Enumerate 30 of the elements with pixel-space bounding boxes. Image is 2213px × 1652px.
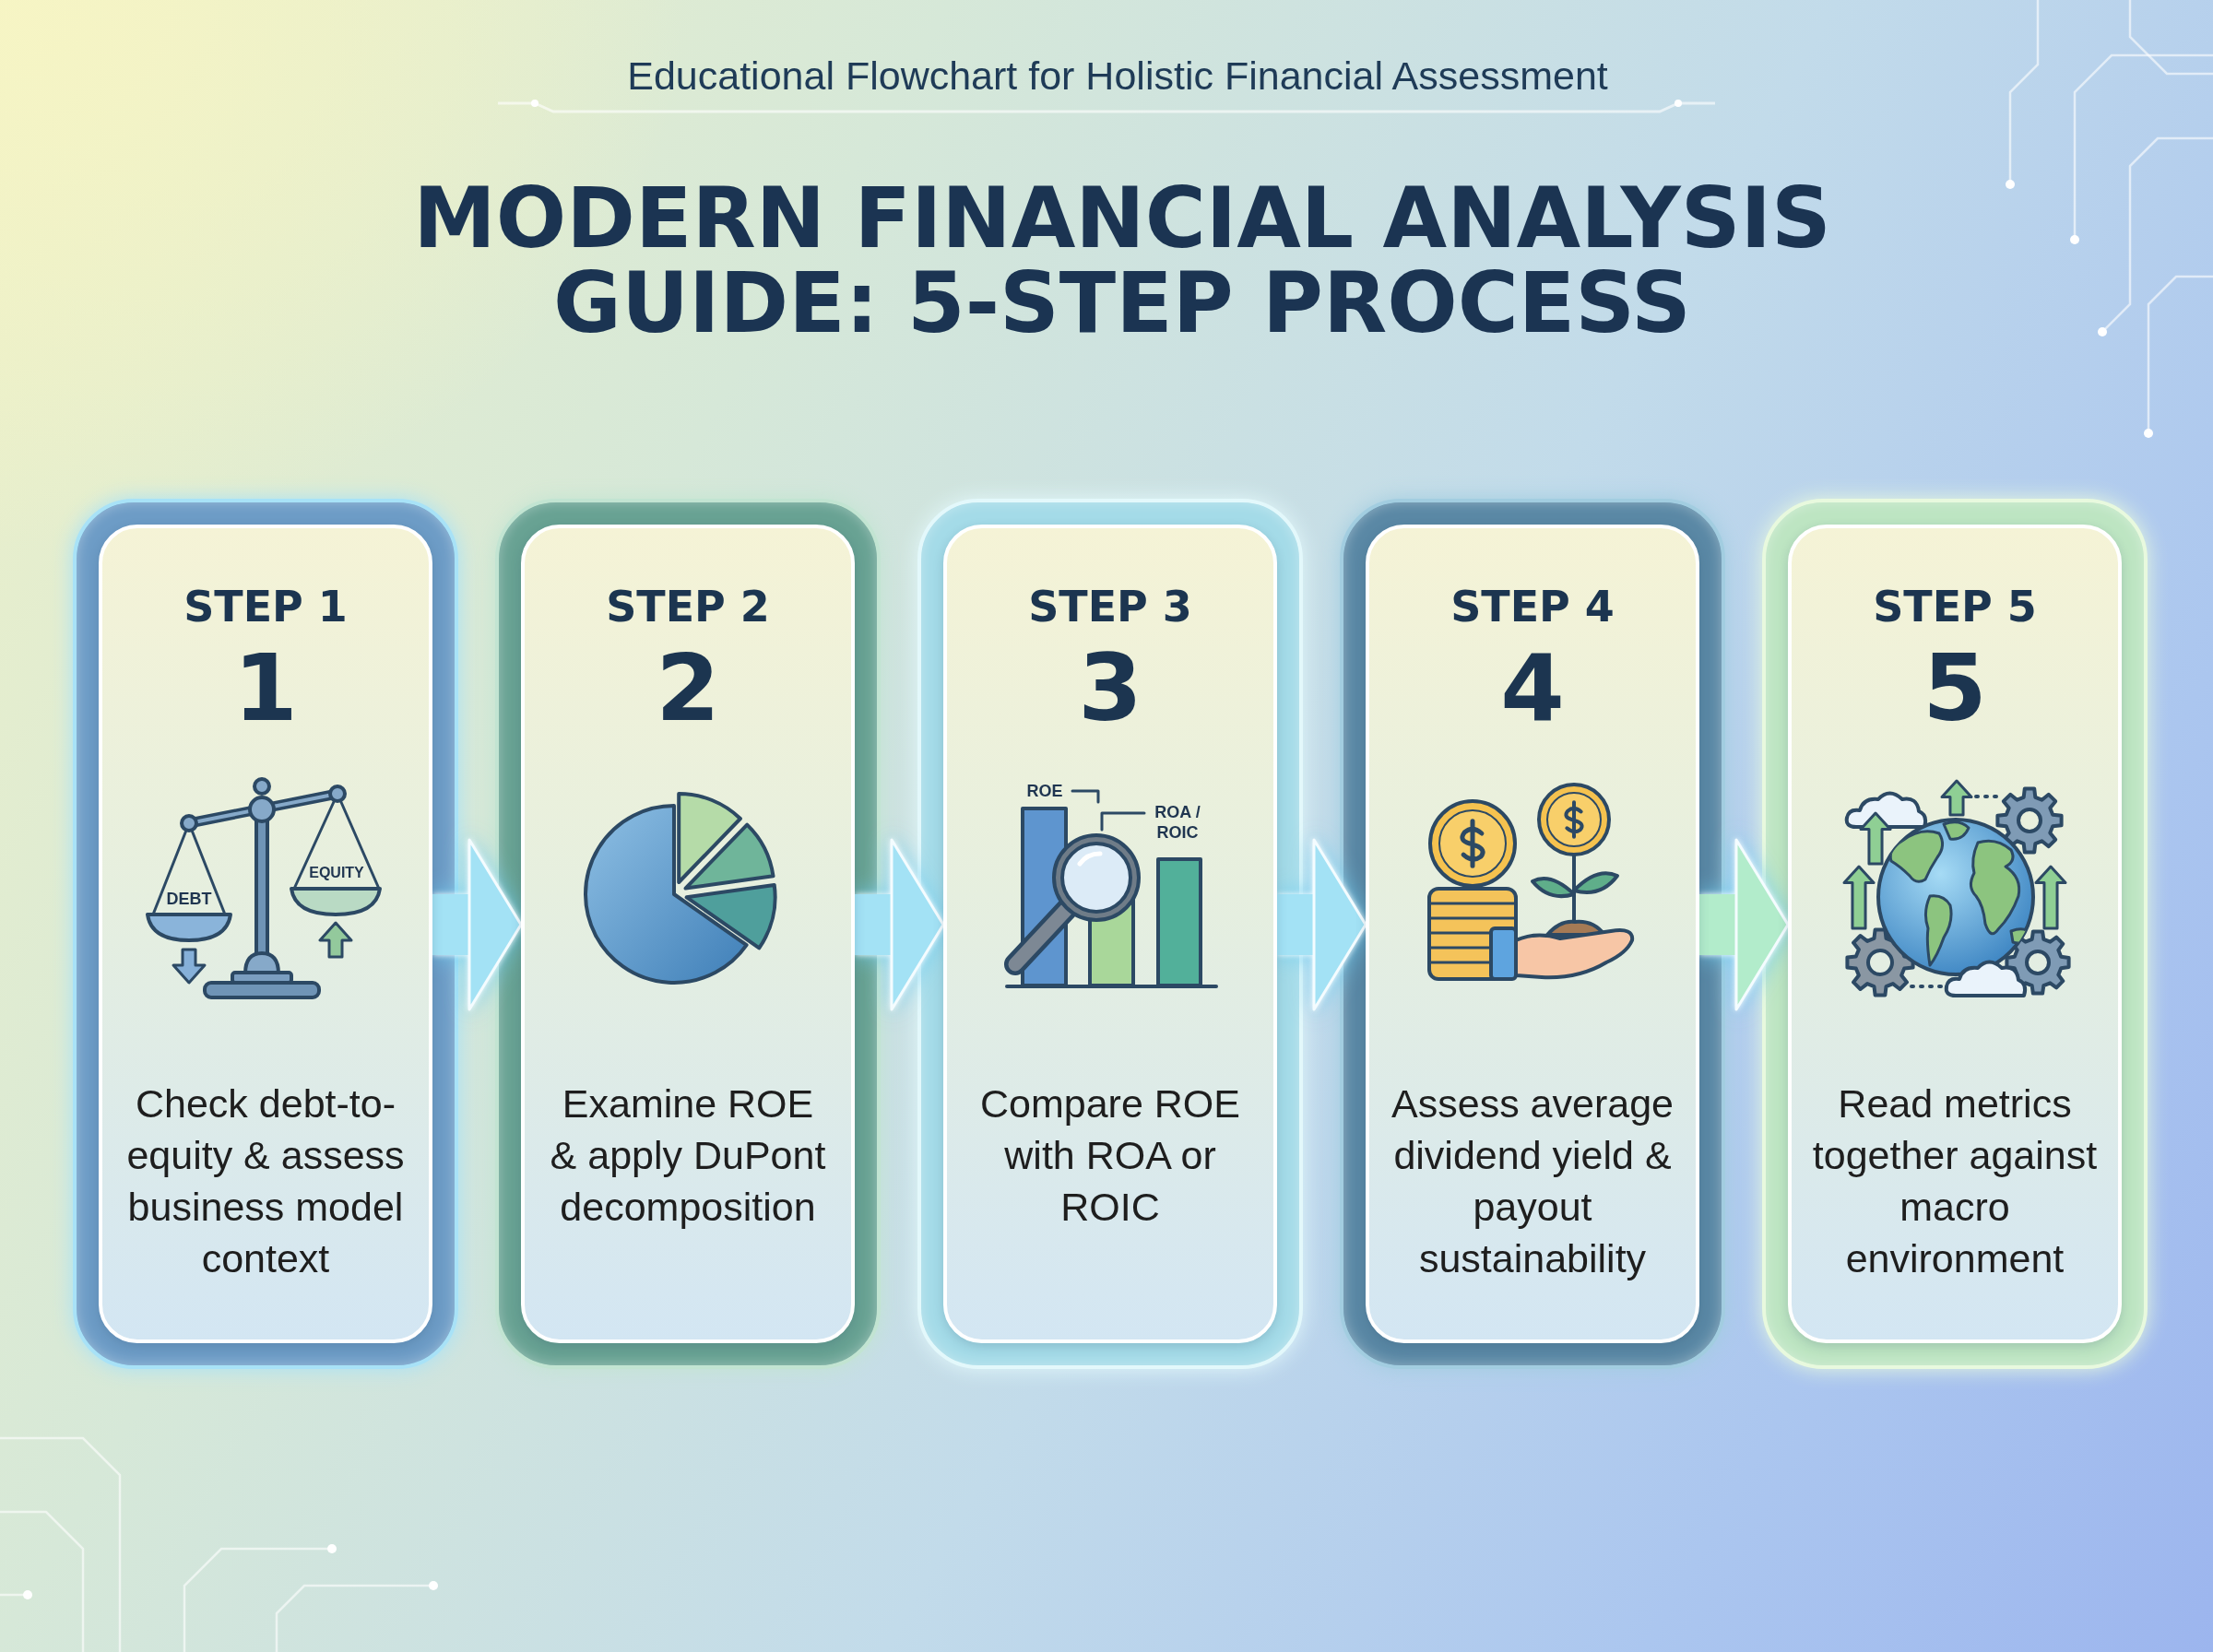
- step-number: 4: [1500, 638, 1565, 739]
- icon-label: DEBT: [165, 890, 213, 908]
- step-heading: STEP 2: [606, 581, 770, 633]
- step-description: Compare ROE with ROA or ROIC: [979, 1080, 1241, 1231]
- step-card: [943, 525, 1277, 1343]
- step-card: [1788, 525, 2122, 1343]
- step-heading: STEP 3: [1028, 581, 1192, 633]
- step-heading: STEP 5: [1873, 581, 2037, 633]
- subtitle: Educational Flowchart for Holistic Financial Assessment: [627, 55, 1608, 96]
- step-heading: STEP 4: [1450, 581, 1615, 633]
- step-description: Read metrics together against macro environment: [1811, 1080, 2099, 1282]
- icon-label: EQUITY: [308, 865, 365, 881]
- step-heading: STEP 1: [183, 581, 348, 633]
- step-card: [99, 525, 432, 1343]
- flow-arrow: [432, 838, 523, 1011]
- step-number: 1: [233, 638, 298, 739]
- step-card: [521, 525, 855, 1343]
- flow-arrow: [855, 838, 945, 1011]
- step-description: Examine ROE & apply DuPont decomposition: [549, 1080, 827, 1231]
- flow-arrow: [1699, 838, 1790, 1011]
- title: MODERN FINANCIAL ANALYSIS GUIDE: 5-STEP PROCESS: [412, 176, 1832, 346]
- step-description: Assess average dividend yield & payout sustainability: [1391, 1080, 1675, 1282]
- step-number: 2: [656, 638, 720, 739]
- step-description: Check debt-to-equity & assess business model context: [125, 1080, 406, 1282]
- icon-label: ROA / ROIC: [1154, 802, 1201, 843]
- step-card: [1366, 525, 1699, 1343]
- flow-arrow: [1277, 838, 1367, 1011]
- step-number: 5: [1923, 638, 1987, 739]
- icon-label: ROE: [1025, 782, 1064, 800]
- step-number: 3: [1078, 638, 1142, 739]
